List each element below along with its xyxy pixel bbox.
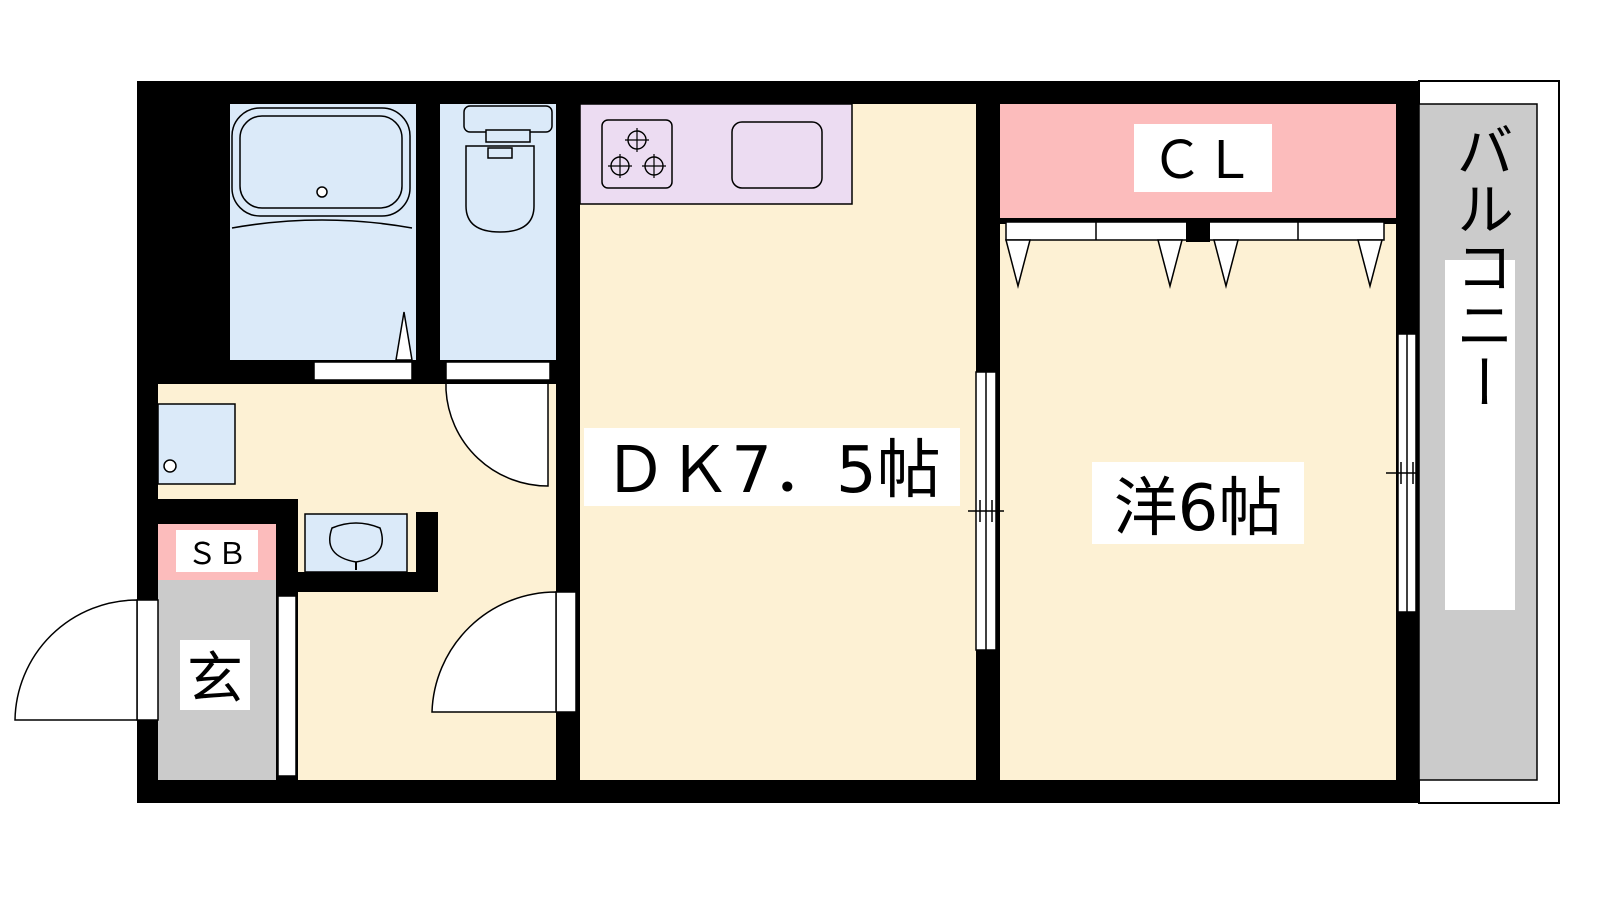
wall-washroom-right (416, 512, 438, 592)
closet-label: ＣＬ (1151, 131, 1255, 191)
toilet-door-swing (445, 384, 549, 487)
wall-washroom-bottom (298, 572, 438, 592)
washbasin (304, 513, 408, 573)
wall-washroom-top (137, 499, 298, 521)
wall-bath-toilet (416, 104, 440, 382)
dk-door-swing (431, 591, 557, 713)
balcony-label: バルコニー (1446, 121, 1514, 411)
entrance-door-swing (14, 599, 138, 721)
shoebox-label: ＳＢ (187, 537, 247, 572)
washer-drain (163, 459, 177, 473)
dk-room-label: ＤＫ7．5帖 (603, 434, 940, 508)
western-room-label: 洋6帖 (1114, 472, 1283, 546)
bathtub (231, 107, 413, 361)
entrance-label: 玄 (187, 647, 243, 712)
wall-bath-left (137, 81, 230, 381)
kitchen-counter (579, 103, 853, 205)
toilet (463, 105, 553, 233)
